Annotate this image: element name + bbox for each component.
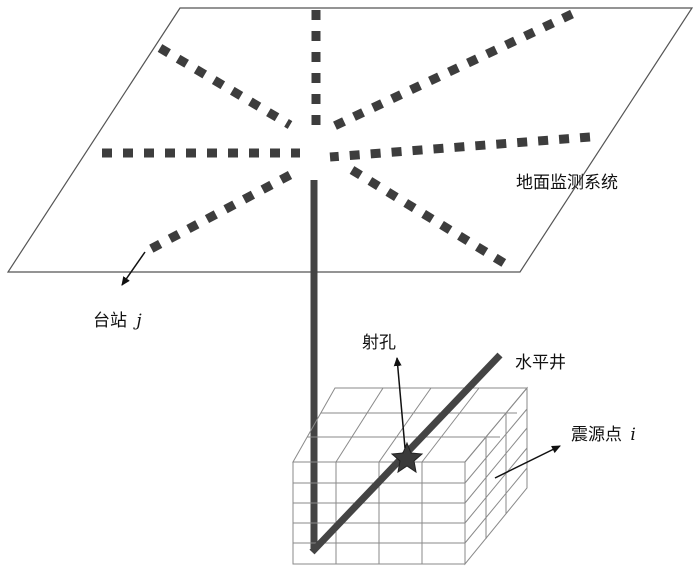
station-line-east [329, 132, 591, 162]
station-label-text: 台站 [93, 311, 127, 331]
source-index: i [630, 425, 635, 445]
source-point-arrow [494, 445, 561, 479]
perforation-label: 射孔 [362, 333, 396, 353]
station-line-southeast [349, 166, 515, 272]
station-label: 台站 j [93, 311, 142, 331]
source-point-label: 震源点 i [571, 425, 636, 445]
perforation-arrow [393, 357, 406, 449]
horizontal-well-label: 水平井 [515, 353, 566, 373]
station-array [102, 9, 591, 272]
grid-right-face [464, 386, 528, 566]
station-line-northwest [157, 44, 293, 129]
station-arrow [121, 251, 146, 286]
source-point-label-text: 震源点 [571, 425, 622, 445]
ground-surface-plane [6, 7, 694, 273]
station-line-northeast [328, 9, 574, 133]
station-index: j [132, 311, 142, 331]
surface-system-label: 地面监测系统 [516, 173, 618, 193]
station-line-southwest [142, 171, 293, 256]
perforation-star [390, 441, 424, 474]
